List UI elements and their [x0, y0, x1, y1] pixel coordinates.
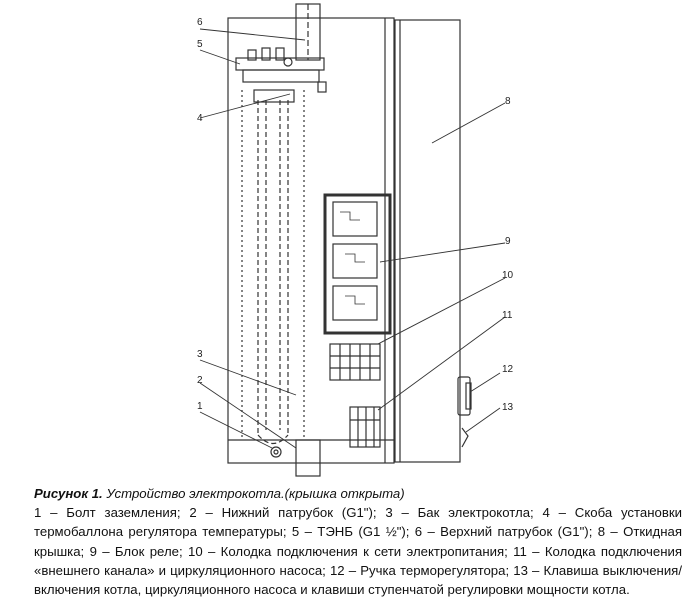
callout-13: 13: [502, 402, 514, 413]
hinged-lid: [394, 19, 461, 463]
callout-9: 9: [505, 236, 511, 247]
thermostat-knob: [457, 376, 471, 416]
boiler-body: [227, 17, 395, 464]
callout-5: 5: [197, 39, 203, 50]
callout-3: 3: [197, 349, 203, 360]
sensor-bracket: [253, 89, 295, 103]
relay-block: [323, 193, 392, 335]
callout-6: 6: [197, 17, 203, 28]
figure-caption: Рисунок 1. Устройство электрокотла.(крыш…: [34, 484, 682, 599]
lower-pipe: [295, 439, 321, 477]
caption-title-line: Рисунок 1. Устройство электрокотла.(крыш…: [34, 484, 682, 503]
callout-8: 8: [505, 96, 511, 107]
caption-prefix: Рисунок 1.: [34, 486, 103, 501]
power-switch: [461, 427, 469, 448]
callout-4: 4: [197, 113, 203, 124]
callout-11: 11: [502, 310, 513, 321]
callout-1: 1: [197, 401, 203, 412]
callout-12: 12: [502, 364, 514, 375]
power-terminal-block: [329, 343, 381, 381]
boiler-technical-drawing: 6 5 4 8 9 10 11 3 2 1 12 13: [197, 3, 514, 477]
callout-10: 10: [502, 270, 514, 281]
grounding-bolt: [270, 446, 282, 458]
caption-title: Устройство электрокотла.(крышка открыта): [102, 486, 405, 501]
caption-legend: 1 – Болт заземления; 2 – Нижний патрубок…: [34, 505, 682, 598]
pump-terminal-block: [349, 406, 381, 448]
callout-2: 2: [197, 375, 203, 386]
